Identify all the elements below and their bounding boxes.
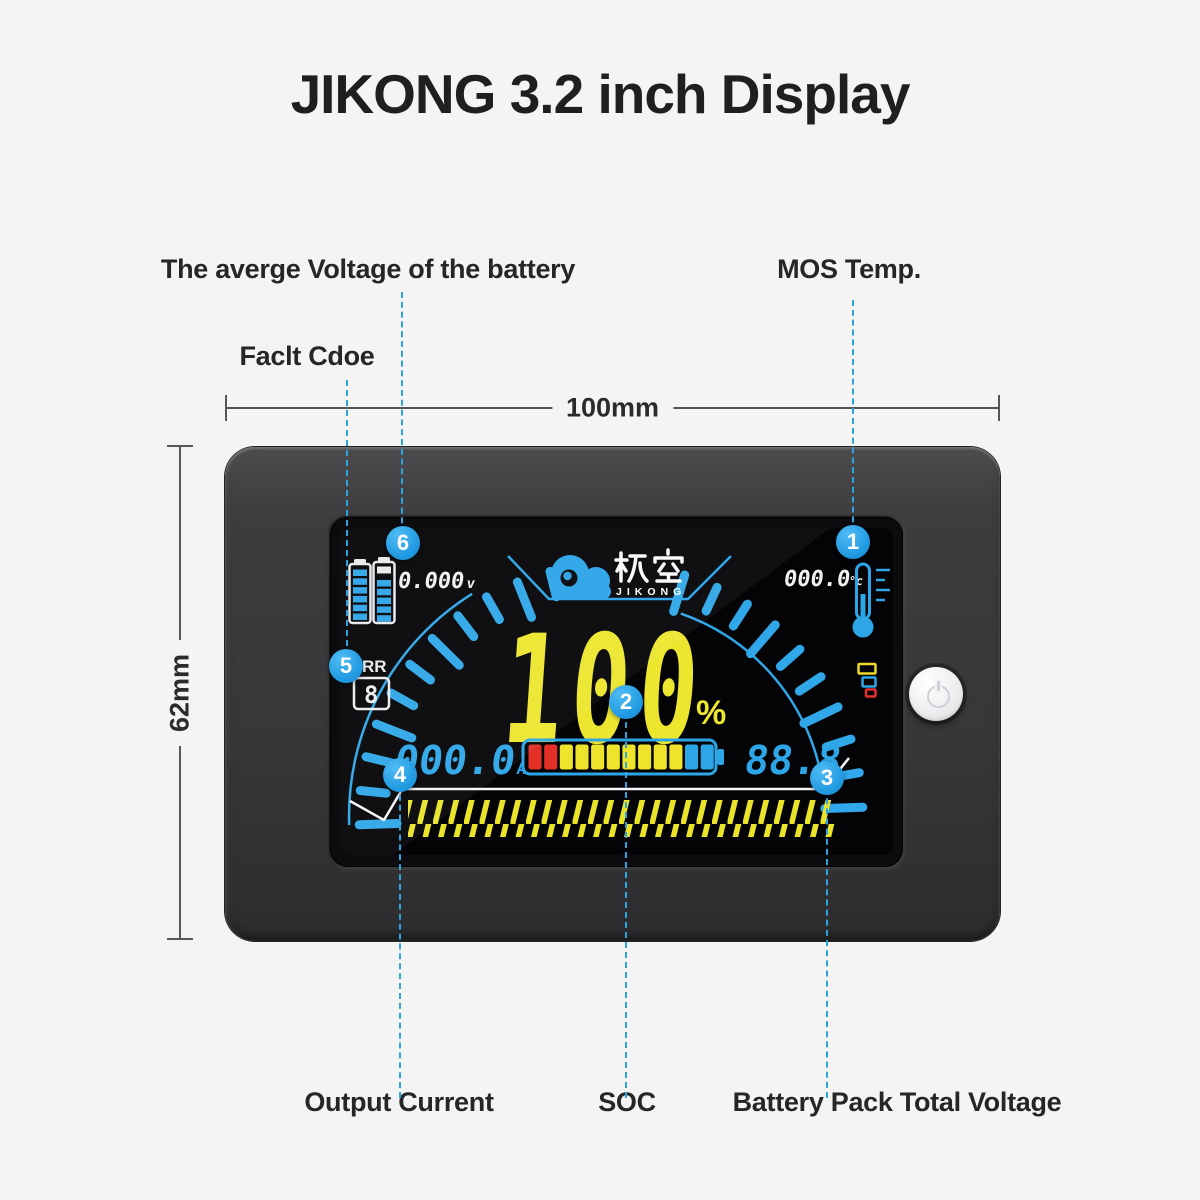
gauge-tick (799, 702, 843, 728)
width-dimension-tick-right (998, 395, 1000, 421)
battery-bar-segment (559, 744, 573, 770)
fault-digit: 8 (364, 681, 378, 709)
gauge-tick (405, 659, 435, 685)
soc-unit: % (696, 694, 726, 732)
brand-cn-glyphs (614, 548, 684, 583)
gauge-tick (701, 582, 722, 616)
width-dimension-tick-left (225, 395, 227, 421)
gauge-arc-outline-right (680, 612, 825, 787)
width-dimension: 100mm (225, 392, 1000, 424)
battery-bar-gauge (521, 738, 724, 776)
mos-temp-value: 000.0 (782, 566, 852, 592)
gauge-tick (361, 752, 396, 768)
callout-4-output-current: 4 (383, 758, 417, 792)
hatched-bar (408, 800, 836, 837)
connector-total-voltage (826, 778, 828, 1098)
avg-voltage-unit: v (465, 576, 476, 592)
label-total-voltage: Battery Pack Total Voltage (732, 1087, 1062, 1117)
battery-bar-segment (700, 744, 714, 770)
connector-output-current (399, 775, 401, 1098)
gauge-tick (512, 577, 536, 622)
gauge-tick (775, 644, 805, 671)
gauge-tick (427, 633, 464, 670)
connector-mos-temp (852, 300, 854, 542)
page-title: JIKONG 3.2 inch Display (290, 63, 911, 125)
fault-label: RR (362, 657, 387, 676)
gauge-tick (386, 688, 419, 711)
connector-soc (625, 702, 627, 1098)
power-button[interactable] (909, 667, 963, 721)
callout-3-total-voltage: 3 (810, 761, 844, 795)
battery-bar-segment (669, 744, 683, 770)
battery-bar-segment (606, 744, 620, 770)
gauge-tick (371, 719, 417, 743)
battery-bar-segment (638, 744, 652, 770)
gauge-tick (355, 786, 391, 798)
brand-en-text: JIKONG (616, 586, 686, 598)
thermometer-icon (852, 562, 890, 638)
gauge-tick (354, 819, 402, 830)
fault-code-box (352, 676, 391, 711)
battery-bar-segment (544, 744, 558, 770)
lcd-screen: 0.000 v (340, 528, 893, 855)
status-indicator-icons (857, 662, 877, 698)
height-dimension-label: 62mm (164, 639, 196, 746)
height-dimension-tick-top (167, 445, 193, 447)
gauge-tick (728, 599, 752, 631)
gauge-tick (746, 620, 780, 659)
callout-1-mos-temp: 1 (836, 525, 870, 559)
callout-6-avg-voltage: 6 (386, 526, 420, 560)
battery-bar-segment (653, 744, 667, 770)
connector-avg-voltage (401, 292, 403, 543)
gauge-tick (453, 611, 479, 641)
label-fault-code: Faclt Cdoe (239, 341, 375, 371)
gauge-arc-outline-left (347, 592, 473, 826)
screen-gloss (340, 528, 830, 855)
battery-bar-segment (685, 744, 699, 770)
power-icon (926, 680, 950, 708)
battery-bar-segment (575, 744, 589, 770)
battery-bar-segment (528, 744, 542, 770)
logo-banner-lines (507, 555, 732, 601)
label-mos-temp: MOS Temp. (777, 254, 921, 284)
gauge-tick (669, 570, 690, 616)
battery-cells-icon (348, 557, 396, 625)
gauge-tick (482, 592, 504, 624)
label-soc: SOC (598, 1087, 656, 1117)
brand-logo-cloud (551, 555, 611, 599)
label-average-voltage: The averge Voltage of the battery (160, 254, 576, 284)
avg-voltage-value: 0.000 (396, 568, 466, 594)
callout-2-soc: 2 (609, 685, 643, 719)
width-dimension-label: 100mm (551, 392, 674, 424)
battery-bar-segment (591, 744, 605, 770)
callout-5-fault-code: 5 (329, 649, 363, 683)
gauge-tick (794, 672, 826, 696)
connector-fault-code (346, 380, 348, 666)
height-dimension: 62mm (164, 445, 196, 940)
gauge-tick (821, 734, 856, 752)
height-dimension-tick-bottom (167, 938, 193, 940)
